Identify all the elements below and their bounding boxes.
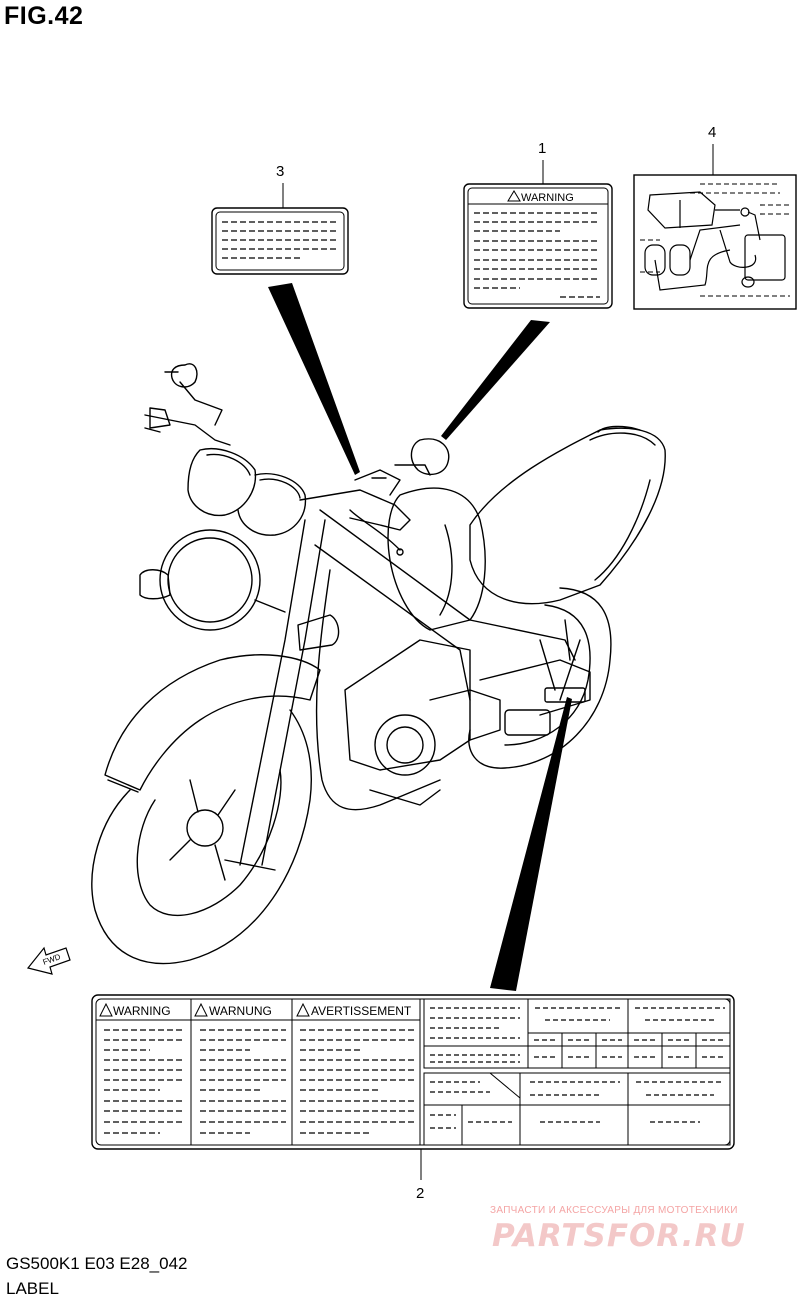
label-2-warning-fr: AVERTISSEMENT <box>311 1004 412 1018</box>
label-2-warning-en: WARNING <box>113 1004 171 1018</box>
pointer-label-2 <box>490 697 572 991</box>
model-code: GS500K1 E03 E28_042 <box>6 1254 188 1273</box>
label-3-sticker <box>211 207 349 275</box>
warning-triangle-icon <box>507 190 521 202</box>
label-2-sticker: WARNING WARNUNG AVERTISSEMENT <box>91 994 735 1150</box>
part-number-4: 4 <box>708 124 717 141</box>
label-1-sticker: WARNING <box>463 183 613 309</box>
warning-triangle-icon-de <box>194 1002 208 1017</box>
figure-title: FIG.42 <box>4 2 84 30</box>
watermark-tagline: ЗАПЧАСТИ И АКСЕССУАРЫ ДЛЯ МОТОТЕХНИКИ <box>490 1205 738 1216</box>
watermark-logo: PARTSFOR.RU <box>492 1218 746 1254</box>
label-4-sticker <box>633 174 797 310</box>
fwd-arrow-icon: FWD <box>26 946 71 975</box>
figure-caption: LABEL <box>6 1279 59 1298</box>
part-number-1: 1 <box>538 140 547 157</box>
motorcycle-drawing <box>91 363 666 965</box>
label-1-warning-text: WARNING <box>521 192 574 204</box>
pointer-label-1 <box>441 320 550 440</box>
pointer-label-3 <box>268 283 360 475</box>
part-number-2: 2 <box>416 1185 425 1202</box>
part-number-3: 3 <box>276 163 285 180</box>
label-2-warning-de: WARNUNG <box>209 1004 272 1018</box>
warning-triangle-icon-en <box>99 1002 113 1017</box>
warning-triangle-icon-fr <box>296 1002 310 1017</box>
